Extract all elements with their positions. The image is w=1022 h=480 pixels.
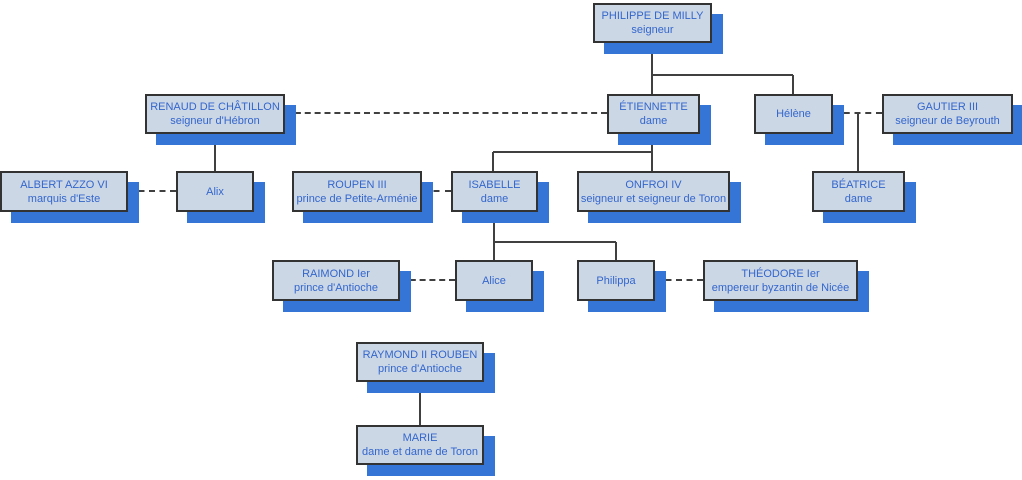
person-node-gautier-iii[interactable]: GAUTIER III seigneur de Beyrouth	[882, 94, 1013, 134]
person-name: RENAUD DE CHÂTILLON	[150, 101, 280, 113]
descent-connector-line	[214, 134, 216, 171]
person-name: RAYMOND II ROUBEN	[362, 349, 478, 361]
person-node-renaud-de-chatillon[interactable]: RENAUD DE CHÂTILLON seigneur d'Hébron	[145, 94, 285, 134]
person-subtitle: seigneur d'Hébron	[170, 115, 260, 127]
person-subtitle: dame et dame de Toron	[362, 446, 478, 458]
person-name: PHILIPPE DE MILLY	[601, 10, 704, 22]
marriage-connector-line	[833, 112, 882, 114]
person-subtitle: prince d'Antioche	[377, 363, 463, 375]
person-name: THÉODORE Ier	[741, 267, 820, 280]
descent-connector-line	[651, 43, 653, 94]
person-name: Alice	[482, 274, 506, 287]
person-subtitle: seigneur	[631, 24, 674, 36]
marriage-connector-line	[400, 279, 455, 281]
person-name: GAUTIER III	[916, 101, 979, 113]
person-node-philippa[interactable]: Philippa	[577, 260, 655, 301]
person-name: ISABELLE	[468, 178, 521, 191]
descent-connector-line	[494, 241, 616, 243]
person-subtitle: dame	[480, 192, 509, 205]
descent-connector-line	[419, 382, 421, 425]
person-subtitle: dame	[639, 115, 668, 127]
descent-connector-line	[857, 113, 859, 171]
person-subtitle: dame	[844, 192, 873, 205]
person-node-marie[interactable]: MARIE dame et dame de Toron	[356, 425, 484, 465]
person-name: RAIMOND Ier	[302, 267, 370, 280]
person-name: BÉATRICE	[831, 178, 886, 191]
person-subtitle: empereur byzantin de Nicée	[711, 281, 850, 294]
person-name: ONFROI IV	[625, 178, 682, 191]
person-node-alix[interactable]: Alix	[176, 171, 254, 212]
person-name: Philippa	[596, 274, 636, 287]
person-name: Hélène	[776, 108, 811, 120]
marriage-connector-line	[128, 190, 176, 192]
person-subtitle: seigneur de Beyrouth	[895, 115, 1000, 127]
descent-connector-line	[492, 152, 494, 171]
marriage-connector-line	[285, 112, 607, 114]
descent-connector-line	[615, 242, 617, 260]
person-subtitle: prince d'Antioche	[293, 281, 379, 294]
descent-connector-line	[652, 74, 793, 76]
person-name: MARIE	[402, 432, 438, 444]
descent-connector-line	[493, 212, 495, 260]
descent-connector-line	[792, 75, 794, 94]
person-node-raymond-ii-rouben[interactable]: RAYMOND II ROUBEN prince d'Antioche	[356, 342, 484, 382]
person-node-philippe-de-milly[interactable]: PHILIPPE DE MILLY seigneur	[593, 3, 712, 43]
person-node-alice[interactable]: Alice	[455, 260, 533, 301]
marriage-connector-line	[655, 279, 703, 281]
person-node-etiennette[interactable]: ÉTIENNETTE dame	[607, 94, 700, 134]
person-subtitle: marquis d'Este	[27, 192, 101, 205]
marriage-connector-line	[422, 190, 451, 192]
person-node-helene[interactable]: Hélène	[754, 94, 833, 134]
descent-connector-line	[493, 151, 653, 153]
person-name: Alix	[206, 185, 224, 198]
person-name: ALBERT AZZO VI	[20, 178, 108, 191]
person-name: ROUPEN III	[327, 178, 387, 191]
person-subtitle: seigneur et seigneur de Toron	[580, 192, 727, 205]
person-name: ÉTIENNETTE	[619, 101, 688, 113]
person-subtitle: prince de Petite-Arménie	[296, 192, 418, 205]
